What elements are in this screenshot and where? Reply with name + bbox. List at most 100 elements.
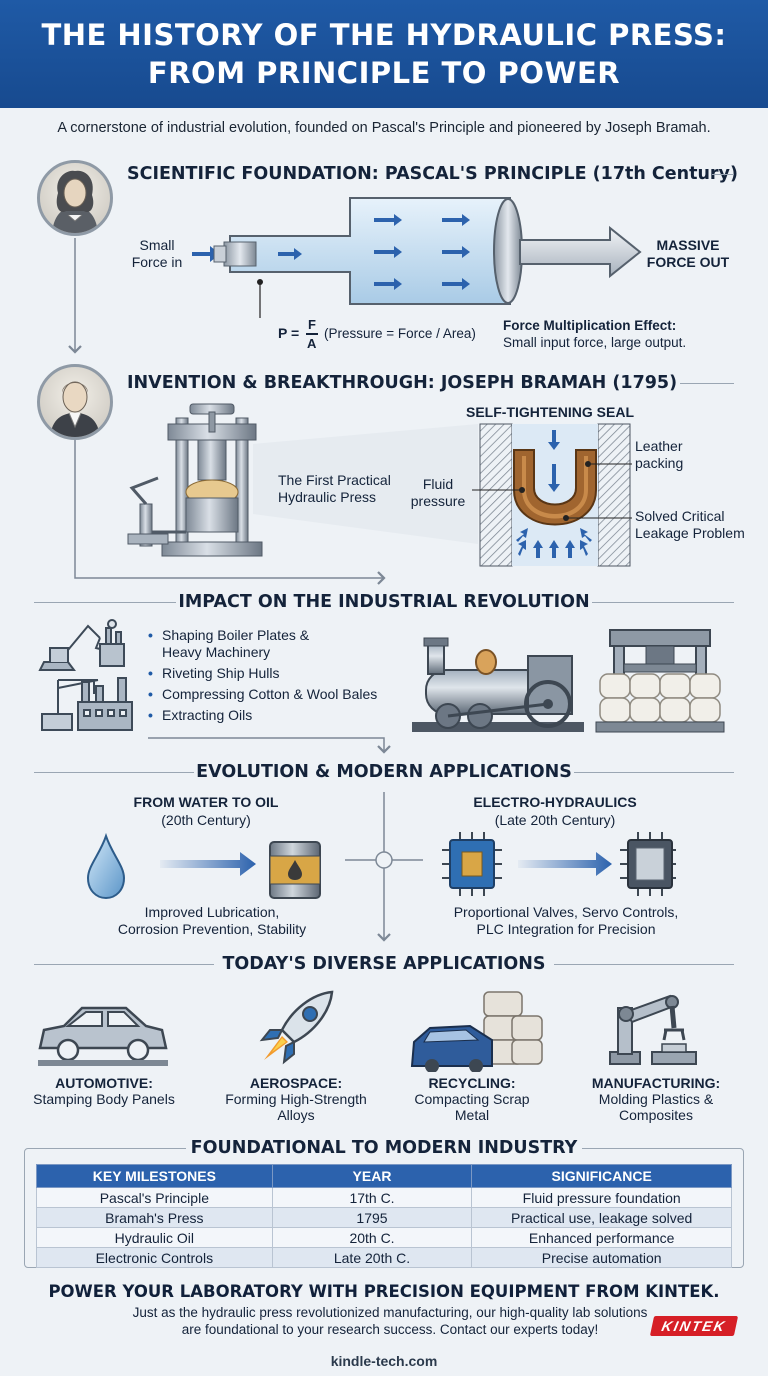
effect-desc: Small input force, large output.	[503, 335, 687, 350]
table-cell: 1795	[271, 1207, 473, 1228]
bramah-portrait	[37, 364, 113, 440]
water-to-oil-graphic	[86, 832, 321, 900]
application-desc: Stamping Body Panels	[33, 1091, 175, 1107]
application-desc: Forming High-Strength	[225, 1091, 367, 1107]
evolution-section-title: EVOLUTION & MODERN APPLICATIONS	[196, 762, 572, 782]
table-cell: 20th C.	[271, 1227, 473, 1248]
impact-bullet: Shaping Boiler Plates &Heavy Machinery	[148, 627, 408, 661]
impact-bullet-continued: Heavy Machinery	[162, 644, 271, 660]
section-divider	[712, 174, 734, 175]
fluid-line-1: Fluid	[422, 476, 454, 492]
table-cell: Pascal's Principle	[36, 1187, 273, 1208]
table-header-row: KEY MILESTONES YEAR SIGNIFICANCE	[36, 1164, 732, 1188]
electro-hydraulics-title: ELECTRO-HYDRAULICS	[473, 794, 637, 810]
application-aerospace: AEROSPACE: Forming High-Strength Alloys	[206, 1075, 386, 1123]
electro-hydraulics-graphic	[442, 832, 676, 896]
table-row: Bramah's Press 1795 Practical use, leaka…	[36, 1207, 732, 1228]
kintek-logo[interactable]: KINTEK	[649, 1316, 739, 1336]
table-cell: Electronic Controls	[36, 1247, 273, 1268]
electro-hydraulics-desc: Proportional Valves, Servo Controls, PLC…	[420, 904, 712, 938]
small-force-label: Small Force in	[118, 237, 196, 271]
formula-note: (Pressure = Force / Area)	[324, 326, 476, 341]
scrap-compactor-icon	[410, 991, 543, 1072]
cta-body: Just as the hydraulic press revolutioniz…	[120, 1304, 660, 1338]
title-line-2: FROM PRINCIPLE TO POWER	[147, 56, 621, 90]
impact-section-title: IMPACT ON THE INDUSTRIAL REVOLUTION	[178, 592, 590, 612]
seal-title: SELF-TIGHTENING SEAL	[466, 404, 634, 420]
pascal-section-title: SCIENTIFIC FOUNDATION: PASCAL'S PRINCIPL…	[127, 164, 738, 184]
application-name: AEROSPACE:	[249, 1075, 343, 1091]
column-header: SIGNIFICANCE	[471, 1164, 732, 1188]
formula-fraction-bar	[306, 333, 318, 335]
table-cell: Late 20th C.	[271, 1247, 473, 1268]
massive-force-line-2: FORCE OUT	[646, 254, 730, 270]
table-cell: 17th C.	[271, 1187, 473, 1208]
cta-title: POWER YOUR LABORATORY WITH PRECISION EQU…	[48, 1282, 720, 1301]
water-to-oil-desc-2: Corrosion Prevention, Stability	[117, 921, 307, 937]
application-automotive: AUTOMOTIVE: Stamping Body Panels	[14, 1075, 194, 1107]
subtitle: A cornerstone of industrial evolution, f…	[57, 120, 711, 136]
small-force-line-1: Small	[139, 237, 175, 253]
massive-force-line-1: MASSIVE	[656, 237, 720, 253]
section-divider	[680, 383, 734, 384]
milestones-section-title: FOUNDATIONAL TO MODERN INDUSTRY	[186, 1138, 582, 1158]
section-divider	[554, 964, 734, 965]
milestones-table: KEY MILESTONES YEAR SIGNIFICANCE Pascal'…	[36, 1164, 732, 1268]
pascal-cylinder-diagram	[192, 197, 642, 318]
steam-locomotive-illustration	[412, 637, 584, 732]
small-force-line-2: Force in	[131, 254, 183, 270]
section-divider	[34, 772, 194, 773]
application-desc: Compacting Scrap	[414, 1091, 530, 1107]
title-line-1: THE HISTORY OF THE HYDRAULIC PRESS:	[41, 18, 727, 52]
cta-line-2: are foundational to your research succes…	[181, 1322, 599, 1337]
section-divider	[574, 772, 734, 773]
rocket-icon	[259, 990, 334, 1065]
massive-force-label: MASSIVE FORCE OUT	[640, 237, 736, 271]
bramah-section-title: INVENTION & BREAKTHROUGH: JOSEPH BRAMAH …	[127, 373, 678, 393]
table-cell: Practical use, leakage solved	[471, 1207, 732, 1228]
formula-p: P =	[278, 325, 300, 341]
application-manufacturing: MANUFACTURING: Molding Plastics & Compos…	[570, 1075, 742, 1123]
bale-press-illustration	[595, 629, 725, 733]
table-row: Pascal's Principle 17th C. Fluid pressur…	[36, 1187, 732, 1208]
water-to-oil-desc: Improved Lubrication, Corrosion Preventi…	[80, 904, 344, 938]
website-link[interactable]: kindle-tech.com	[330, 1353, 438, 1369]
table-cell: Bramah's Press	[36, 1207, 273, 1228]
section-divider	[592, 602, 734, 603]
leather-packing-label: Leather packing	[635, 438, 755, 472]
electro-hydraulics-desc-1: Proportional Valves, Servo Controls,	[453, 904, 679, 920]
pressure-formula: P = F A (Pressure = Force / Area)	[278, 314, 498, 354]
bramah-press-and-seal-diagram	[127, 403, 632, 567]
table-cell: Hydraulic Oil	[36, 1227, 273, 1248]
column-header: YEAR	[271, 1164, 473, 1188]
solved-line-2: Leakage Problem	[635, 525, 745, 541]
application-desc: Molding Plastics &	[598, 1091, 714, 1107]
impact-bullet-text: Shaping Boiler Plates &	[162, 627, 310, 643]
formula-f: F	[308, 317, 316, 332]
fluid-line-2: pressure	[410, 493, 466, 509]
solved-line-1: Solved Critical	[635, 508, 725, 524]
robotic-arm-icon	[609, 994, 697, 1065]
industrial-machinery-icons	[38, 619, 133, 731]
force-multiplication-effect: Force Multiplication Effect: Small input…	[503, 317, 743, 351]
milestones-table-wrap: KEY MILESTONES YEAR SIGNIFICANCE Pascal'…	[36, 1164, 732, 1268]
column-header: KEY MILESTONES	[36, 1164, 273, 1188]
impact-bullet-list: Shaping Boiler Plates &Heavy Machinery R…	[148, 627, 408, 724]
table-cell: Fluid pressure foundation	[471, 1187, 732, 1208]
impact-bullet: Extracting Oils	[148, 707, 408, 724]
application-name: RECYCLING:	[428, 1075, 516, 1091]
application-desc: Metal	[454, 1107, 490, 1123]
leakage-solved-label: Solved Critical Leakage Problem	[635, 508, 765, 542]
section-divider	[34, 602, 176, 603]
impact-bullet: Riveting Ship Hulls	[148, 665, 408, 682]
first-press-label: The First Practical Hydraulic Press	[278, 472, 408, 506]
electro-hydraulics-desc-2: PLC Integration for Precision	[476, 921, 656, 937]
water-to-oil-subtitle: (20th Century)	[161, 812, 251, 828]
pascal-portrait	[37, 160, 113, 236]
car-body-icon	[38, 1006, 168, 1066]
application-name: AUTOMOTIVE:	[55, 1075, 153, 1091]
cta-line-1: Just as the hydraulic press revolutioniz…	[132, 1305, 648, 1320]
table-cell: Precise automation	[471, 1247, 732, 1268]
applications-section-title: TODAY'S DIVERSE APPLICATIONS	[222, 954, 546, 974]
